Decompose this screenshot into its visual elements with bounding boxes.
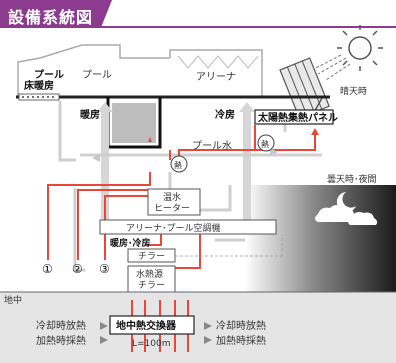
circle-2-label: ②: [72, 262, 83, 276]
solar-panel-icon: [279, 57, 330, 119]
heat-label-2: 熱: [261, 139, 269, 149]
heating-label: 暖房: [80, 108, 100, 121]
sun-icon: [337, 25, 383, 71]
ahu-box: [99, 219, 277, 235]
title-underline: [0, 26, 396, 28]
sun-rays: [311, 54, 351, 81]
heat-collect-right-label: 加熱時採熱: [216, 334, 266, 347]
arena-roof-truss: [177, 55, 259, 69]
pool-tank: [106, 97, 162, 149]
ws-chiller-label: 水熱源 チラー: [136, 268, 166, 291]
hot-water-heater-box: [147, 188, 201, 216]
ahu-label: アリーナ･プール空調機: [126, 222, 221, 234]
air-supply-arrows: [97, 102, 255, 222]
gshe-label: 地中熱交換器: [116, 319, 177, 332]
night-background: [245, 185, 396, 300]
cool-release-right-label: 冷却時放熱: [216, 319, 266, 332]
pool-label: プール: [82, 69, 112, 81]
underground-label: 地中: [4, 294, 22, 306]
cool-release-left-label: 冷却時放熱: [36, 319, 86, 332]
heat-exchanger-1-icon: [170, 155, 188, 173]
heat-cool-label: 暖房･冷房: [110, 237, 151, 249]
sunny-label: 晴天時: [340, 85, 367, 97]
gshe-box: [109, 315, 195, 335]
hot-water-heater-label: 温水 ヒーター: [154, 191, 190, 214]
depth-label: L=100m: [132, 339, 171, 349]
heat-label-1: 熱: [174, 160, 182, 170]
gray-pipes: [58, 101, 322, 272]
ws-chiller-box: [127, 265, 176, 293]
underground-arrows: [100, 322, 212, 344]
circle-1-label: ①: [42, 262, 53, 276]
underground-area: [0, 292, 396, 363]
pool-floor-heating-label: プール 床暖房: [24, 68, 67, 92]
solar-panel-label: 太陽熱集熱パネル: [257, 111, 338, 124]
diagram-title: 設備系統図: [8, 8, 94, 27]
heat-collect-left-label: 加熱時採熱: [36, 334, 86, 347]
circle-3-label: ③: [99, 262, 110, 276]
chiller-label: チラー: [138, 251, 165, 262]
cooling-label: 冷房: [215, 108, 235, 121]
cloudy-night-label: 曇天時･夜間: [327, 173, 377, 185]
chiller-box: [127, 248, 176, 263]
title-tab: [0, 0, 112, 28]
arena-label: アリーナ: [196, 71, 236, 83]
moon-cloud-icon: [315, 192, 378, 225]
building-outline: [17, 44, 263, 98]
pool-water-label: プール水: [192, 140, 232, 152]
solar-label-box: [254, 109, 334, 125]
heat-exchanger-2-icon: [257, 134, 275, 152]
